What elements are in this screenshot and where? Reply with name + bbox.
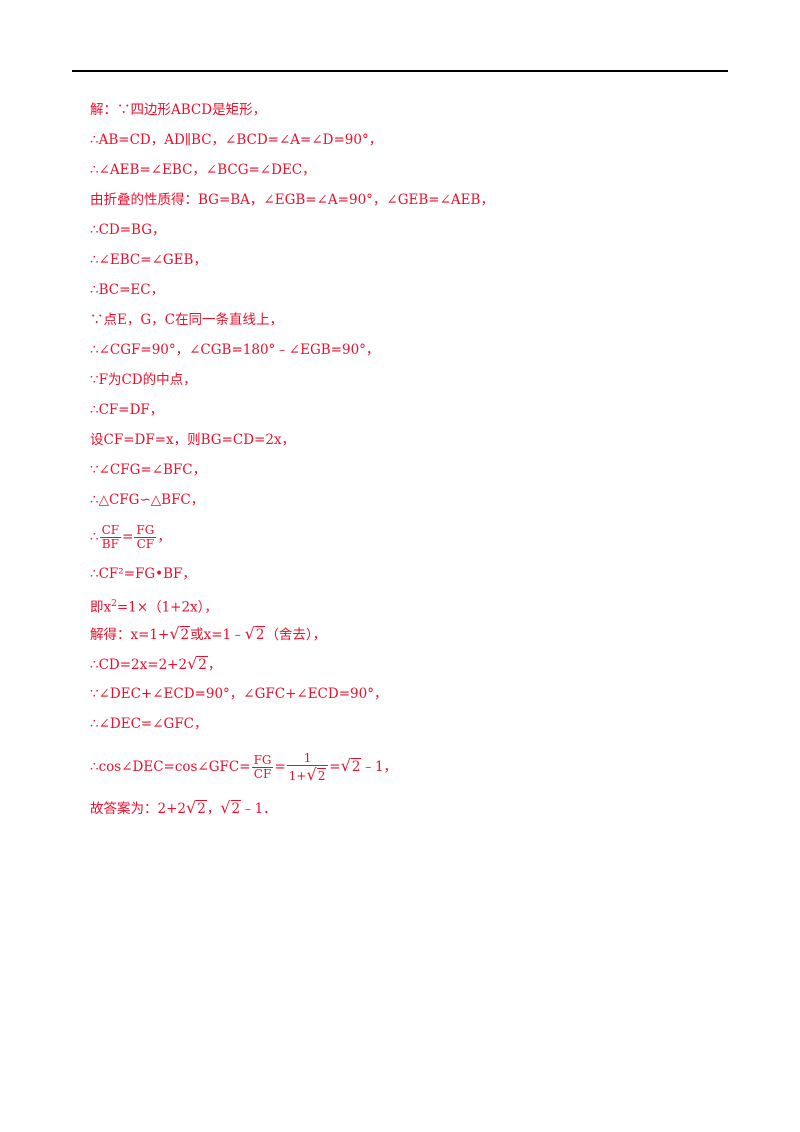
sqrt-symbol: √2 bbox=[187, 654, 208, 673]
line-7: ∴BC=EC， bbox=[90, 282, 165, 298]
line-9: ∴∠CGF=90°，∠CGB=180°﹣∠EGB=90°， bbox=[90, 342, 380, 358]
sqrt-symbol: √2 bbox=[169, 624, 191, 643]
cd-line: ∴CD=2x=2+2√2， bbox=[90, 649, 730, 679]
line-10: ∵F为CD的中点， bbox=[90, 372, 197, 388]
line-4: 由折叠的性质得：BG=BA，∠EGB=∠A=90°，∠GEB=∠AEB， bbox=[90, 192, 494, 208]
line-12: 设CF=DF=x，则BG=CD=2x， bbox=[90, 432, 296, 448]
line-8: ∵点E，G，C在同一条直线上， bbox=[90, 312, 283, 328]
line-1: 解：∵四边形ABCD是矩形， bbox=[90, 102, 267, 118]
sqrt-symbol: √2 bbox=[186, 798, 207, 817]
cf-squared-line: ∴CF²=FG•BF， bbox=[90, 566, 196, 582]
line-11: ∴CF=DF， bbox=[90, 402, 164, 418]
sqrt-symbol: √2 bbox=[340, 756, 362, 775]
solve-line: 解得：x=1+√2或x=1﹣√2（舍去）， bbox=[90, 619, 730, 649]
answer-line: 故答案为：2+2√2，√2﹣1． bbox=[90, 793, 730, 823]
line-3: ∴∠AEB=∠EBC，∠BCG=∠DEC， bbox=[90, 162, 316, 178]
angle-sum-line: ∵∠DEC+∠ECD=90°，∠GFC+∠ECD=90°， bbox=[90, 686, 388, 702]
sqrt-symbol: √2 bbox=[220, 798, 242, 817]
quadratic-line: 即x2=1×（1+2x）， bbox=[90, 599, 218, 616]
angle-eq-line: ∴∠DEC=∠GFC， bbox=[90, 716, 208, 732]
line-6: ∴∠EBC=∠GEB， bbox=[90, 252, 207, 268]
line-5: ∴CD=BG， bbox=[90, 222, 166, 238]
line-14: ∴△CFG∽△BFC， bbox=[90, 492, 205, 508]
sqrt-symbol: √2 bbox=[306, 764, 327, 784]
line-13: ∵∠CFG=∠BFC， bbox=[90, 462, 207, 478]
sqrt-symbol: √2 bbox=[244, 624, 266, 643]
header-rule bbox=[72, 70, 728, 72]
solution-text: 解：∵四边形ABCD是矩形， ∴AB=CD，AD∥BC，∠BCD=∠A=∠D=9… bbox=[90, 95, 730, 823]
line-2: ∴AB=CD，AD∥BC，∠BCD=∠A=∠D=90°， bbox=[90, 132, 383, 148]
